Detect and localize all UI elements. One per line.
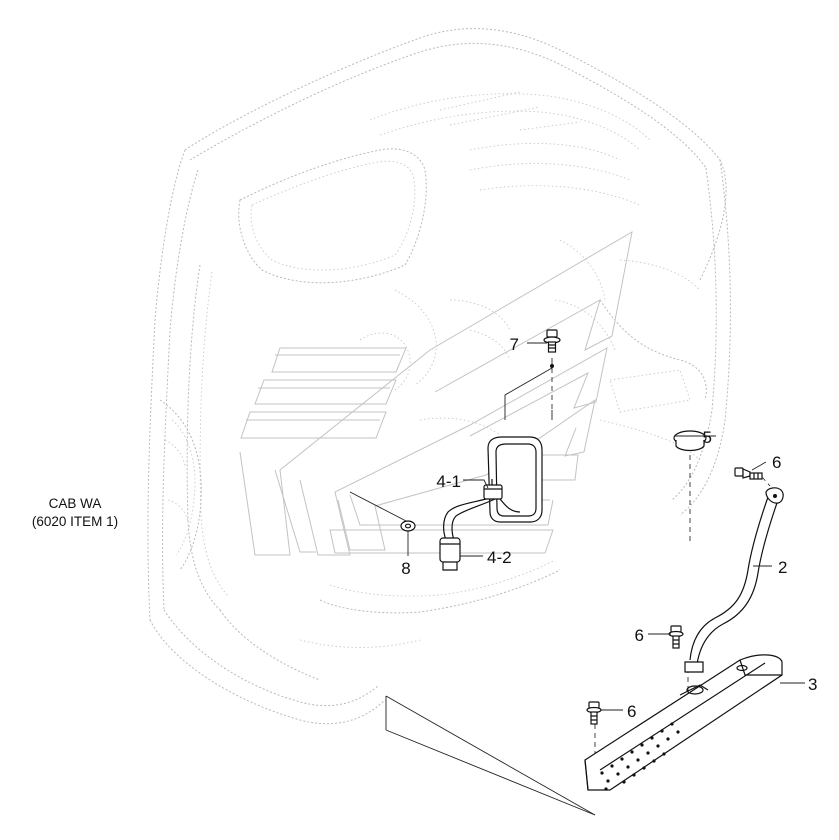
- part-washer-8: [400, 520, 416, 532]
- part-mirror-base-4-2: [439, 537, 461, 571]
- callout-leaders: [407, 342, 805, 711]
- part-bolt-7: [543, 329, 561, 368]
- part-handrail-2: [684, 487, 784, 673]
- callout-labels: 7 5 6 4-1 8 4-2 2 6 3 6: [401, 335, 817, 721]
- callout-5: 5: [703, 428, 712, 447]
- callout-2: 2: [778, 558, 787, 577]
- callout-6-upper: 6: [772, 453, 781, 472]
- reference-label-line2: (6020 ITEM 1): [32, 514, 118, 529]
- cab-outline: [147, 28, 731, 725]
- reference-label: CAB WA (6020 ITEM 1): [32, 496, 118, 529]
- callout-6-lower: 6: [627, 702, 636, 721]
- callout-6-middle: 6: [635, 626, 644, 645]
- part-step-3: [584, 654, 783, 791]
- callout-3: 3: [808, 675, 817, 694]
- part-mirror-4-1: [443, 436, 543, 541]
- part-bolt-6-middle: [668, 625, 684, 649]
- part-bolt-6-lower: [586, 701, 602, 725]
- part-bolt-6-upper: [734, 467, 771, 487]
- callout-4-1: 4-1: [436, 472, 461, 491]
- callout-8: 8: [401, 559, 410, 578]
- callout-7: 7: [510, 335, 519, 354]
- reference-label-line1: CAB WA: [49, 496, 102, 511]
- part-cap-5: [673, 430, 707, 452]
- callout-4-2: 4-2: [487, 548, 512, 567]
- cab-trim-panels: [239, 231, 633, 556]
